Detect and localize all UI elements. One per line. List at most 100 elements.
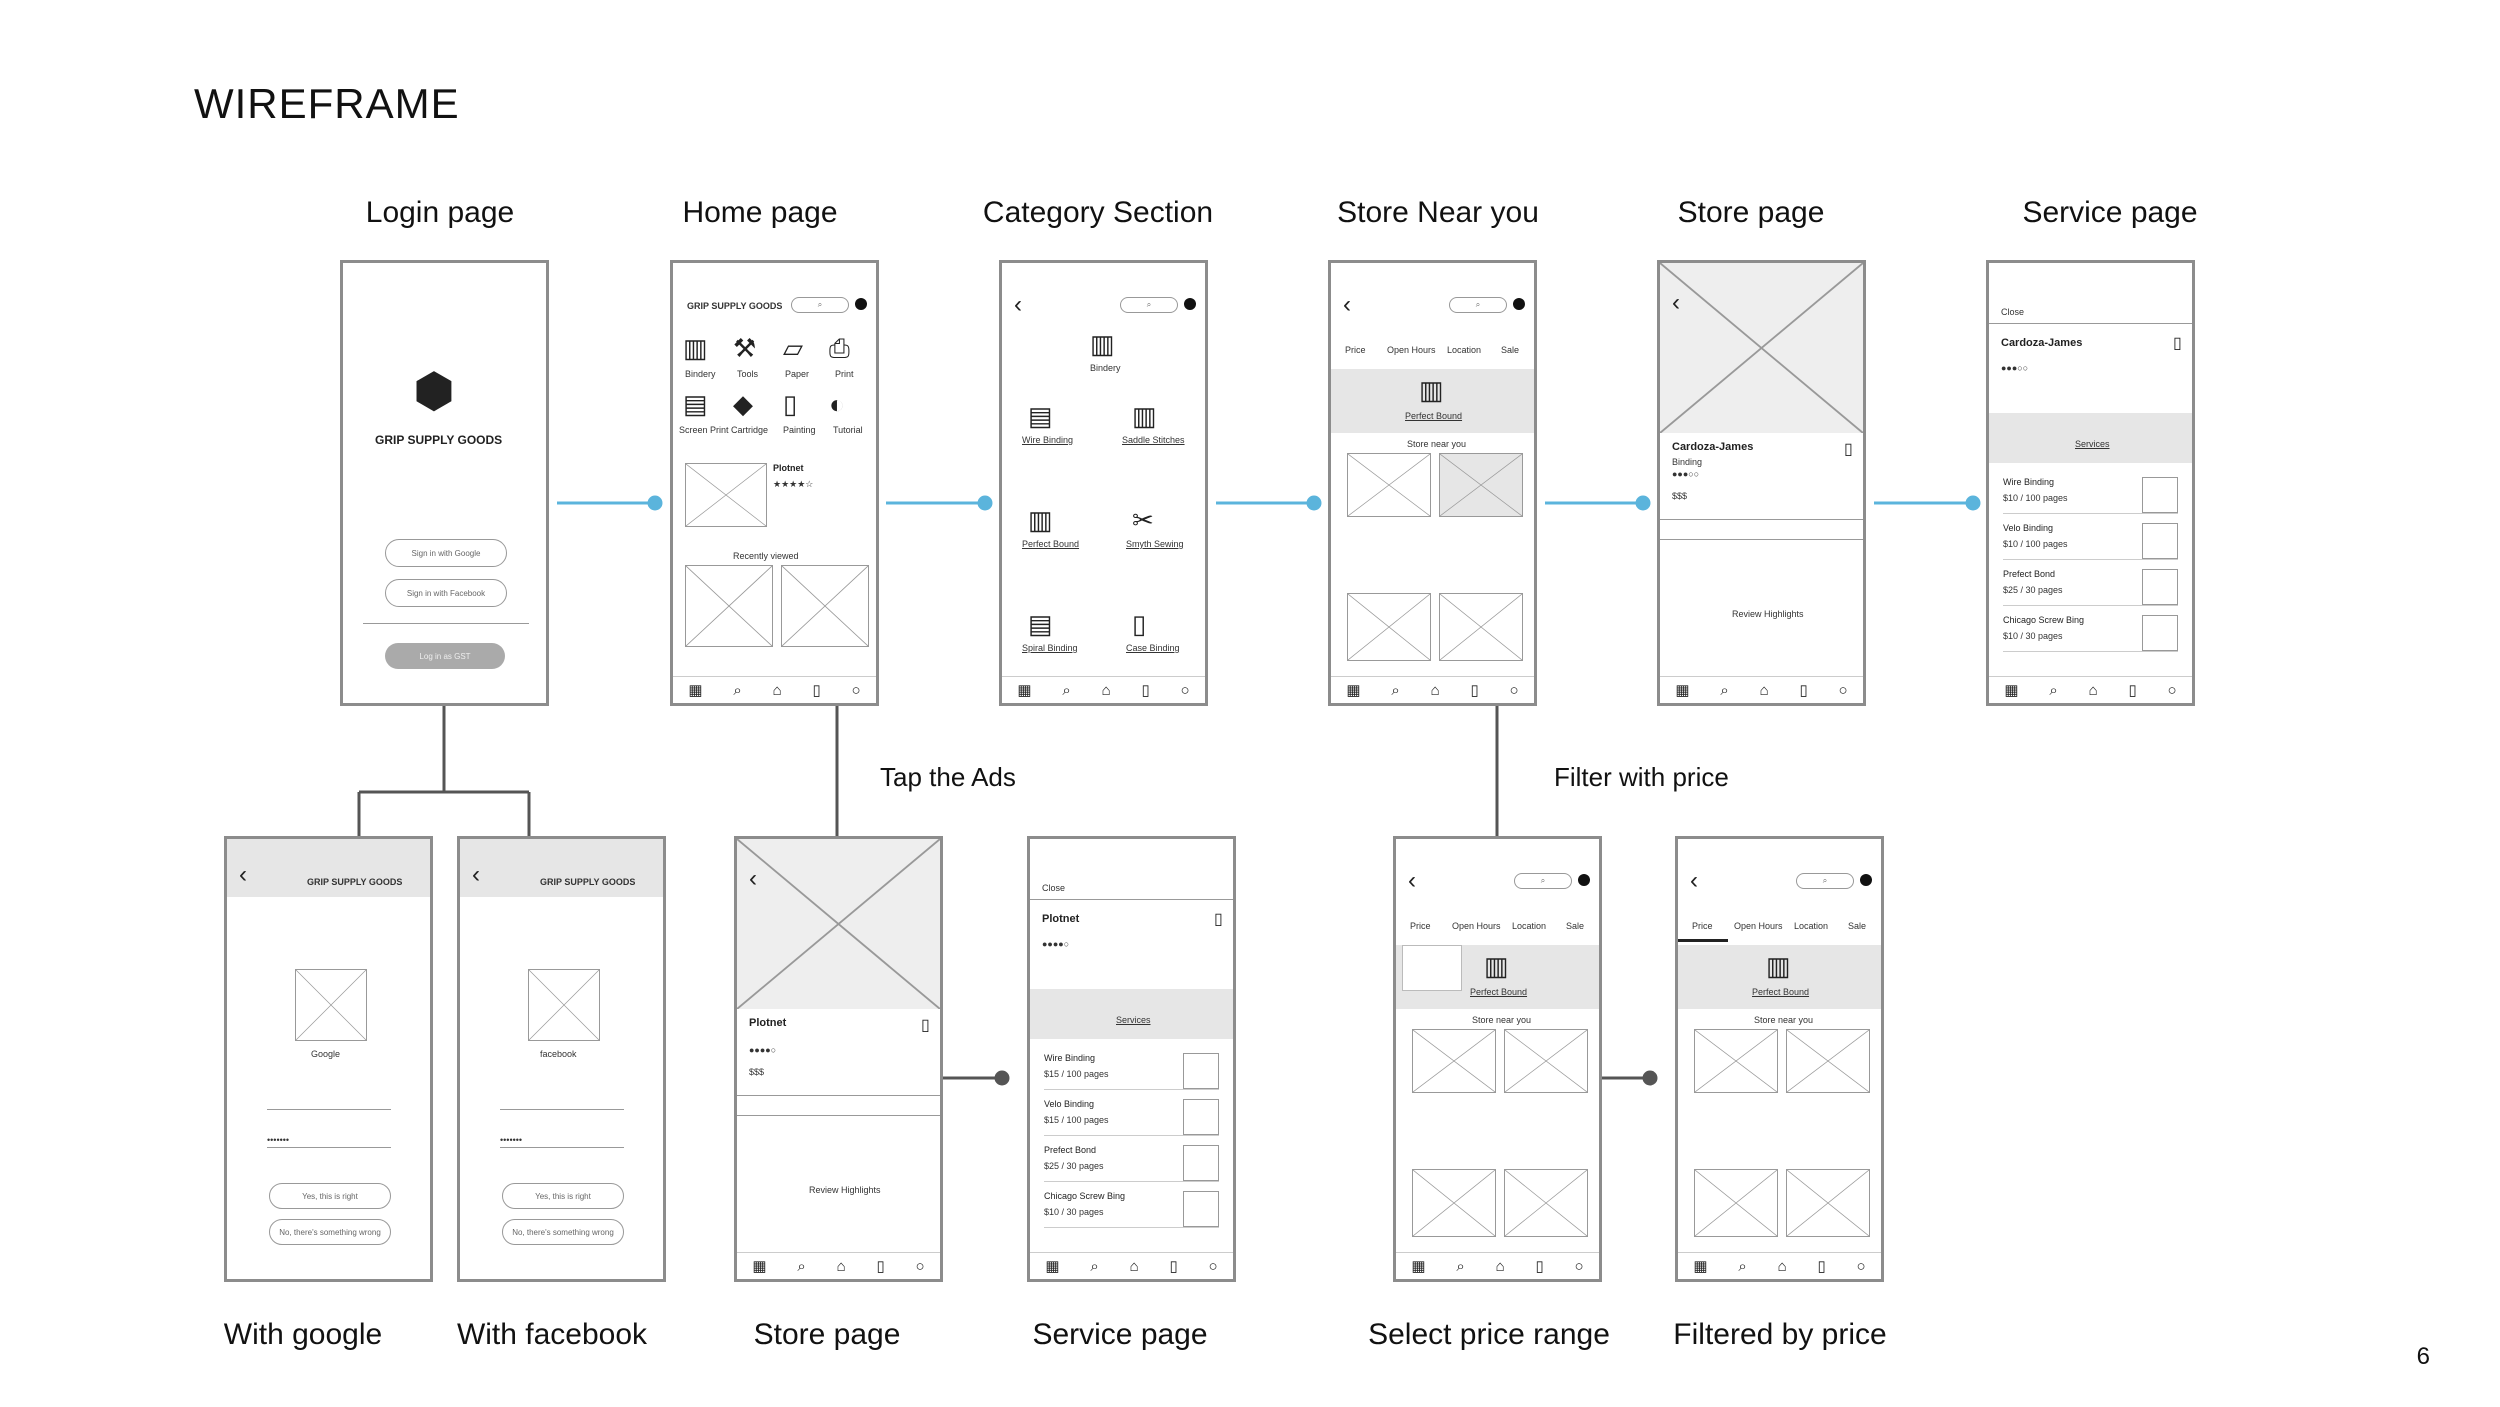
home-icon[interactable]: ▦: [688, 682, 703, 699]
store-card-image[interactable]: [1694, 1169, 1778, 1237]
tools-icon[interactable]: ⚒: [733, 333, 757, 363]
store-card-image[interactable]: [1412, 1169, 1496, 1237]
back-arrow-icon[interactable]: ‹: [1014, 291, 1022, 318]
back-arrow-icon[interactable]: ‹: [1690, 867, 1698, 894]
filter-price[interactable]: Price: [1345, 345, 1366, 355]
bindery-icon[interactable]: ▥: [683, 333, 708, 363]
search-icon[interactable]: ⌕: [1090, 1257, 1099, 1275]
store-icon[interactable]: ⌂: [1759, 681, 1769, 699]
profile-icon[interactable]: ○: [1838, 681, 1848, 699]
list-item[interactable]: Chicago Screw Bing$10 / 30 pages: [1044, 1187, 1219, 1228]
search-input[interactable]: ⌕: [791, 297, 849, 313]
profile-icon[interactable]: ○: [1180, 681, 1190, 699]
profile-icon[interactable]: ○: [2167, 681, 2177, 699]
email-field[interactable]: [500, 1109, 624, 1110]
recent-item-image[interactable]: [685, 565, 773, 647]
category-item-wire-binding[interactable]: Wire Binding: [1022, 435, 1074, 445]
filter-location[interactable]: Location: [1512, 921, 1547, 931]
store-card-image[interactable]: [1439, 453, 1523, 517]
store-icon[interactable]: ⌂: [1495, 1257, 1505, 1275]
search-input[interactable]: ⌕: [1449, 297, 1507, 313]
search-icon[interactable]: ⌕: [1738, 1257, 1747, 1275]
list-item[interactable]: Velo Binding$10 / 100 pages: [2003, 519, 2178, 560]
profile-icon[interactable]: ○: [1208, 1257, 1218, 1275]
search-icon[interactable]: ⌕: [733, 681, 742, 699]
recent-item-image[interactable]: [781, 565, 869, 647]
filter-open-hours[interactable]: Open Hours: [1387, 345, 1436, 355]
search-icon[interactable]: ⌕: [1391, 681, 1400, 699]
filter-sale[interactable]: Sale: [1501, 345, 1520, 355]
store-icon[interactable]: ⌂: [1430, 681, 1440, 699]
home-icon[interactable]: ▦: [1346, 682, 1361, 699]
store-card-image[interactable]: [1786, 1029, 1870, 1093]
profile-icon[interactable]: ○: [1574, 1257, 1584, 1275]
filter-sale[interactable]: Sale: [1566, 921, 1585, 931]
search-input[interactable]: ⌕: [1514, 873, 1572, 889]
bookmark-icon[interactable]: ▯: [1169, 1258, 1178, 1275]
store-card-image[interactable]: [1412, 1029, 1496, 1093]
filter-sale[interactable]: Sale: [1848, 921, 1867, 931]
search-input[interactable]: ⌕: [1120, 297, 1178, 313]
bookmark-icon[interactable]: ▯: [1799, 682, 1808, 699]
ad-image-placeholder[interactable]: [685, 463, 767, 527]
bookmark-icon[interactable]: ▯: [876, 1258, 885, 1275]
list-item[interactable]: Prefect Bond$25 / 30 pages: [2003, 565, 2178, 606]
perfect-bound-icon[interactable]: ▥: [1028, 505, 1053, 535]
filter-location[interactable]: Location: [1447, 345, 1482, 355]
close-link[interactable]: Close: [1042, 883, 1066, 893]
smyth-sewing-icon[interactable]: ✂: [1132, 505, 1154, 535]
store-card-image[interactable]: [1786, 1169, 1870, 1237]
home-icon[interactable]: ▦: [2004, 682, 2019, 699]
bookmark-icon[interactable]: ▯: [2128, 682, 2137, 699]
google-signin-button[interactable]: Sign in with Google: [385, 539, 507, 567]
services-tab[interactable]: Services: [1116, 1015, 1151, 1025]
category-item-case-binding[interactable]: Case Binding: [1126, 643, 1180, 653]
password-field[interactable]: •••••••: [267, 1135, 290, 1145]
store-card-image[interactable]: [1347, 453, 1431, 517]
tutorial-icon[interactable]: ◐: [829, 389, 845, 419]
avatar[interactable]: [855, 298, 867, 310]
bookmark-icon[interactable]: ▯: [1535, 1258, 1544, 1275]
filter-open-hours[interactable]: Open Hours: [1734, 921, 1783, 931]
list-item[interactable]: Prefect Bond$25 / 30 pages: [1044, 1141, 1219, 1182]
search-icon[interactable]: ⌕: [2049, 681, 2058, 699]
category-item-spiral-binding[interactable]: Spiral Binding: [1022, 643, 1078, 653]
store-card-image[interactable]: [1504, 1029, 1588, 1093]
avatar[interactable]: [1513, 298, 1525, 310]
back-arrow-icon[interactable]: ‹: [749, 865, 757, 892]
category-item-smyth-sewing[interactable]: Smyth Sewing: [1126, 539, 1184, 549]
bookmark-icon[interactable]: ▯: [921, 1017, 930, 1034]
bookmark-icon[interactable]: ▯: [812, 682, 821, 699]
case-binding-icon[interactable]: ▯: [1132, 609, 1147, 639]
back-arrow-icon[interactable]: ‹: [239, 861, 247, 888]
filter-price[interactable]: Price: [1410, 921, 1431, 931]
home-icon[interactable]: ▦: [1411, 1258, 1426, 1275]
profile-icon[interactable]: ○: [1509, 681, 1519, 699]
home-icon[interactable]: ▦: [1675, 682, 1690, 699]
store-card-image[interactable]: [1439, 593, 1523, 661]
bookmark-icon[interactable]: ▯: [2173, 335, 2182, 352]
confirm-button[interactable]: Yes, this is right: [502, 1183, 624, 1209]
services-tab[interactable]: Services: [2075, 439, 2110, 449]
filter-price[interactable]: Price: [1692, 921, 1713, 931]
store-icon[interactable]: ⌂: [1777, 1257, 1787, 1275]
email-field[interactable]: [267, 1109, 391, 1110]
search-input[interactable]: ⌕: [1796, 873, 1854, 889]
confirm-button[interactable]: Yes, this is right: [269, 1183, 391, 1209]
store-icon[interactable]: ⌂: [836, 1257, 846, 1275]
search-icon[interactable]: ⌕: [1720, 681, 1729, 699]
spiral-binding-icon[interactable]: ▤: [1028, 609, 1053, 639]
list-item[interactable]: Wire Binding$10 / 100 pages: [2003, 473, 2178, 514]
bookmark-icon[interactable]: ▯: [1817, 1258, 1826, 1275]
wire-binding-icon[interactable]: ▤: [1028, 401, 1053, 431]
search-icon[interactable]: ⌕: [797, 1257, 806, 1275]
back-arrow-icon[interactable]: ‹: [1408, 867, 1416, 894]
paper-icon[interactable]: ▱: [783, 333, 803, 363]
reject-button[interactable]: No, there's something wrong: [502, 1219, 624, 1245]
reject-button[interactable]: No, there's something wrong: [269, 1219, 391, 1245]
store-icon[interactable]: ⌂: [1129, 1257, 1139, 1275]
filter-open-hours[interactable]: Open Hours: [1452, 921, 1501, 931]
list-item[interactable]: Chicago Screw Bing$10 / 30 pages: [2003, 611, 2178, 652]
price-range-dropdown[interactable]: [1402, 945, 1462, 991]
home-icon[interactable]: ▦: [1693, 1258, 1708, 1275]
